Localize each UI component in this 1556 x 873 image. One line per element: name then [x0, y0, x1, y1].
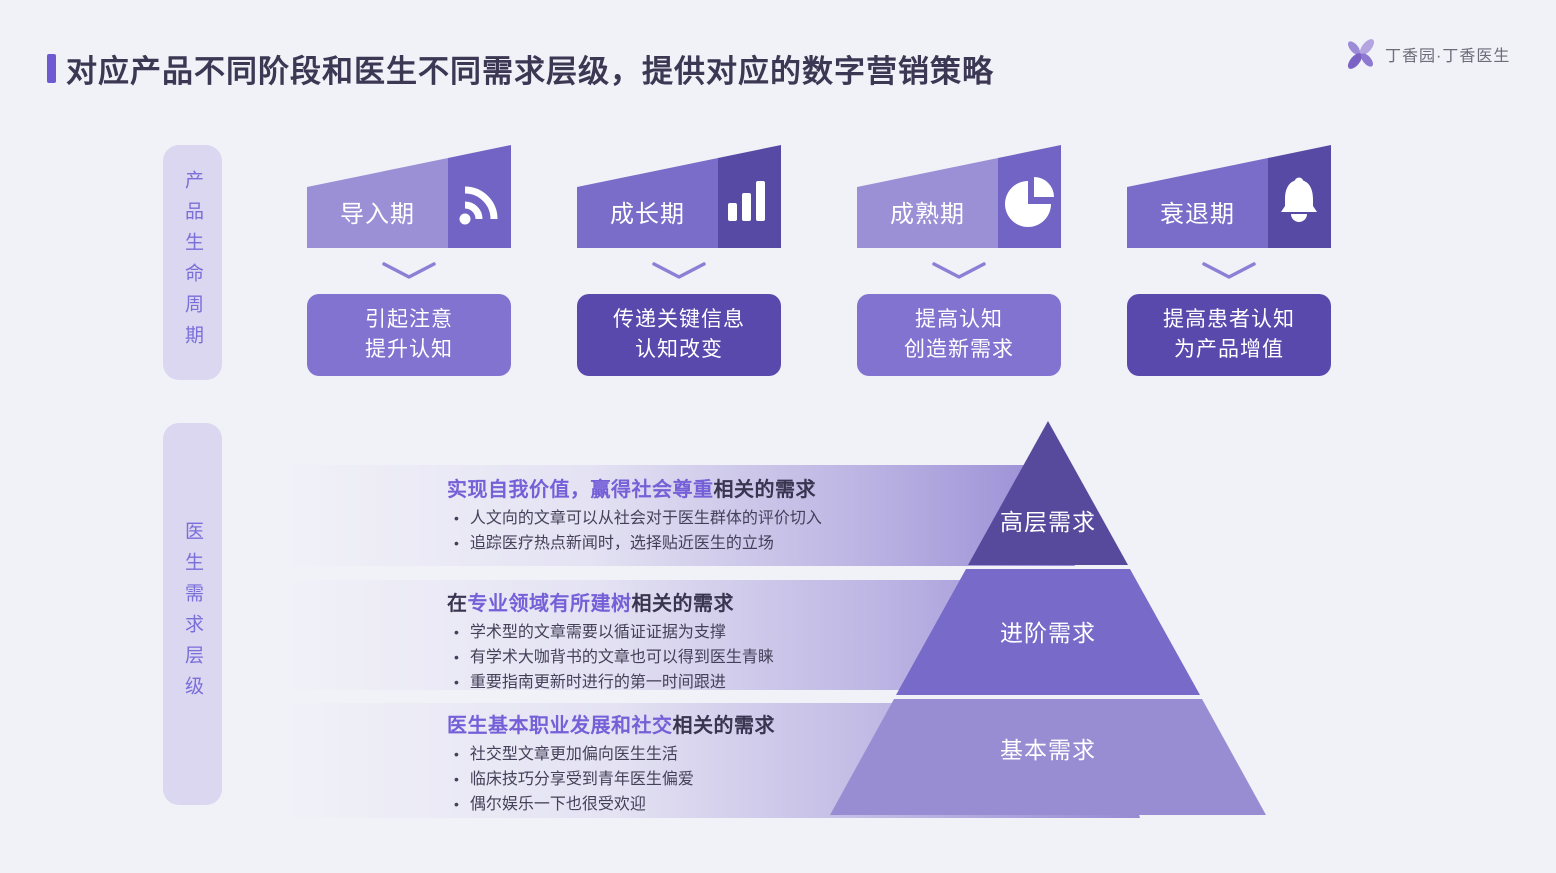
stage-banner-shape — [577, 145, 781, 248]
bullet-item: • 人文向的文章可以从社会对于医生群体的评价切入 — [447, 506, 822, 531]
stage-column-growth: 成长期 传递关键信息 认知改变 — [577, 142, 781, 376]
strategy-line: 传递关键信息 — [613, 308, 745, 331]
bullet-text: 偶尔娱乐一下也很受欢迎 — [469, 796, 646, 813]
stage-label: 成长期 — [610, 201, 685, 228]
lifecycle-sidebar-label: 产品生命周期 — [182, 169, 203, 356]
stage-banner-shape — [857, 145, 1061, 248]
pie-chart-icon — [1005, 177, 1054, 227]
bullet-text: 学术型的文章需要以循证证据为支撑 — [469, 624, 726, 641]
rss-icon — [459, 186, 498, 225]
strategy-line: 创造新需求 — [904, 338, 1014, 361]
brand-logo: 丁香园·丁香医生 — [1343, 36, 1510, 72]
chevron-down-icon — [652, 262, 706, 279]
strategy-box: 提高患者认知 为产品增值 — [1127, 294, 1331, 376]
title-accent-bar — [47, 54, 56, 83]
bullet-dot: • — [454, 746, 459, 762]
strategy-line: 提高认知 — [915, 308, 1003, 331]
needs-sidebar: 医生需求层级 — [163, 423, 222, 805]
needs-block-advanced: 在专业领域有所建树相关的需求 • 学术型的文章需要以循证证据为支撑 • 有学术大… — [447, 591, 774, 695]
page-title: 对应产品不同阶段和医生不同需求层级，提供对应的数字营销策略 — [66, 54, 994, 89]
bullet-dot: • — [454, 796, 459, 812]
bar-chart-icon — [728, 181, 765, 221]
bullet-item: • 学术型的文章需要以循证证据为支撑 — [447, 620, 774, 645]
bullet-item: • 临床技巧分享受到青年医生偏爱 — [447, 767, 775, 792]
stage-banner: 衰退期 — [1127, 142, 1331, 248]
chevron-down-icon — [932, 262, 986, 279]
bullet-item: • 有学术大咖背书的文章也可以得到医生青睐 — [447, 645, 774, 670]
strategy-line: 引起注意 — [365, 308, 453, 331]
stage-column-decline: 衰退期 提高患者认知 为产品增值 — [1127, 142, 1331, 376]
needs-block-basic: 医生基本职业发展和社交相关的需求 • 社交型文章更加偏向医生生活 • 临床技巧分… — [447, 713, 775, 817]
strategy-line: 认知改变 — [635, 338, 723, 361]
title-highlight: 专业领域有所建树 — [467, 593, 632, 615]
strategy-box: 引起注意 提升认知 — [307, 294, 511, 376]
bullet-dot: • — [454, 771, 459, 787]
bullet-dot: • — [454, 674, 459, 690]
title-highlight: 实现自我价值，赢得社会尊重 — [447, 479, 714, 501]
logo-text: 丁香园·丁香医生 — [1385, 48, 1511, 65]
needs-block-high: 实现自我价值，赢得社会尊重相关的需求 • 人文向的文章可以从社会对于医生群体的评… — [447, 477, 822, 556]
title-highlight: 医生基本职业发展和社交 — [447, 715, 673, 737]
bullet-item: • 偶尔娱乐一下也很受欢迎 — [447, 792, 775, 817]
needs-band — [285, 465, 1075, 566]
bullet-text: 人文向的文章可以从社会对于医生群体的评价切入 — [469, 510, 822, 527]
flower-icon — [1347, 39, 1375, 69]
needs-block-title: 在专业领域有所建树相关的需求 — [447, 591, 774, 617]
stage-banner-shape — [307, 145, 511, 248]
lifecycle-sidebar: 产品生命周期 — [163, 145, 222, 380]
bullet-dot: • — [454, 649, 459, 665]
bullet-dot: • — [454, 535, 459, 551]
stage-banner: 成长期 — [577, 142, 781, 248]
bullet-text: 有学术大咖背书的文章也可以得到医生青睐 — [469, 649, 774, 666]
needs-block-title: 实现自我价值，赢得社会尊重相关的需求 — [447, 477, 822, 503]
chevron-down-icon — [1202, 262, 1256, 279]
stage-column-introduction: 导入期 引起注意 提升认知 — [307, 142, 511, 376]
strategy-box: 传递关键信息 认知改变 — [577, 294, 781, 376]
stage-label: 成熟期 — [890, 201, 965, 228]
title-prefix: 在 — [447, 593, 468, 615]
bullet-text: 重要指南更新时进行的第一时间跟进 — [469, 674, 726, 691]
title-suffix: 相关的需求 — [672, 715, 775, 737]
stage-banner-shape — [1127, 145, 1331, 248]
title-suffix: 相关的需求 — [713, 479, 816, 501]
bullet-item: • 重要指南更新时进行的第一时间跟进 — [447, 670, 774, 695]
strategy-line: 提高患者认知 — [1163, 308, 1295, 331]
bullet-text: 社交型文章更加偏向医生生活 — [469, 746, 678, 763]
bullet-text: 追踪医疗热点新闻时，选择贴近医生的立场 — [469, 535, 774, 552]
bullet-dot: • — [454, 510, 459, 526]
title-suffix: 相关的需求 — [631, 593, 734, 615]
chevron-down-icon — [382, 262, 436, 279]
bullet-text: 临床技巧分享受到青年医生偏爱 — [469, 771, 694, 788]
stage-column-maturity: 成熟期 提高认知 创造新需求 — [857, 142, 1061, 376]
stage-banner: 成熟期 — [857, 142, 1061, 248]
needs-sidebar-label: 医生需求层级 — [182, 521, 203, 707]
strategy-box: 提高认知 创造新需求 — [857, 294, 1061, 376]
stage-label: 导入期 — [340, 201, 415, 228]
bullet-item: • 社交型文章更加偏向医生生活 — [447, 742, 775, 767]
stage-banner: 导入期 — [307, 142, 511, 248]
bullet-dot: • — [454, 624, 459, 640]
bell-icon — [1281, 177, 1317, 222]
needs-block-title: 医生基本职业发展和社交相关的需求 — [447, 713, 775, 739]
stage-label: 衰退期 — [1160, 201, 1235, 228]
strategy-line: 为产品增值 — [1174, 338, 1284, 361]
strategy-line: 提升认知 — [365, 338, 453, 361]
bullet-item: • 追踪医疗热点新闻时，选择贴近医生的立场 — [447, 531, 822, 556]
